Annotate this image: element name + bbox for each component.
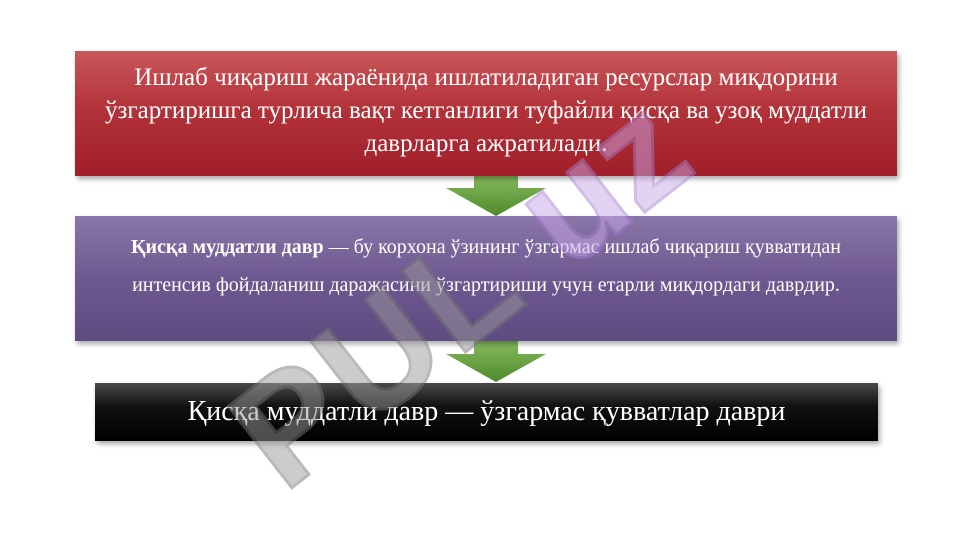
definition-text: Ишлаб чиқариш жараёнида ишлатиладиган ре… bbox=[105, 64, 867, 157]
short-run-definition-box: Қисқа муддатли давр — бу корхона ўзининг… bbox=[75, 216, 897, 341]
definition-box-red: Ишлаб чиқариш жараёнида ишлатиладиган ре… bbox=[75, 51, 897, 176]
down-arrow-icon bbox=[446, 336, 546, 382]
conclusion-text: Қисқа муддатли давр — ўзгармас қувватлар… bbox=[187, 396, 786, 427]
short-run-definition-text: — бу корхона ўзининг ўзгармас ишлаб чиқа… bbox=[132, 236, 841, 296]
down-arrow-icon bbox=[446, 170, 546, 216]
conclusion-box: Қисқа муддатли давр — ўзгармас қувватлар… bbox=[95, 383, 878, 441]
short-run-term: Қисқа муддатли давр bbox=[131, 236, 324, 258]
